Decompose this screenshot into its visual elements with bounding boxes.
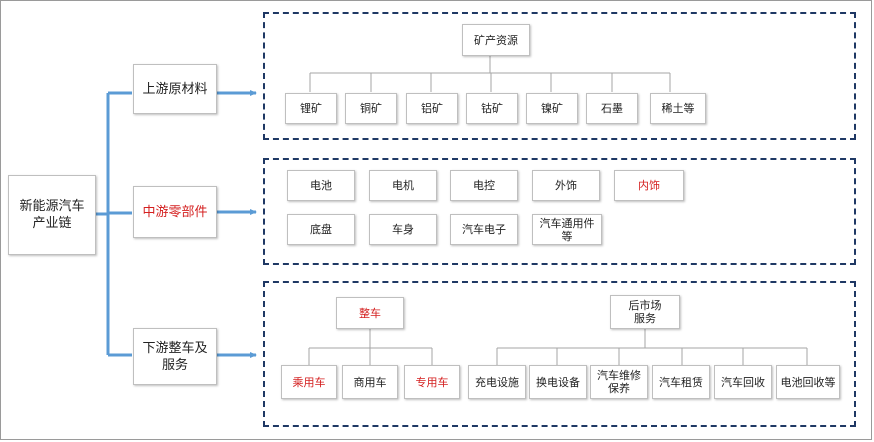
aftermarket-tree-lines [496, 329, 808, 365]
upstream-item-label: 钴矿 [481, 102, 503, 115]
midstream-item-label: 电控 [473, 179, 495, 192]
upstream-item: 铝矿 [406, 93, 458, 124]
midstream-group [263, 158, 856, 265]
aftermarket-child-label: 电池回收等 [780, 375, 836, 389]
midstream-item: 电机 [369, 170, 437, 201]
vehicle-child: 商用车 [342, 365, 398, 399]
aftermarket-child: 换电设备 [529, 365, 587, 399]
upstream-item-label: 锂矿 [300, 102, 322, 115]
midstream-item: 内饰 [614, 170, 684, 201]
upstream-item: 镍矿 [526, 93, 578, 124]
aftermarket-child: 汽车租赁 [652, 365, 710, 399]
midstream-item-label: 内饰 [638, 179, 660, 192]
vehicle-node: 整车 [336, 297, 404, 329]
aftermarket-child: 电池回收等 [776, 365, 840, 399]
aftermarket-child: 充电设施 [468, 365, 526, 399]
downstream-stage: 下游整车及 服务 [133, 328, 217, 385]
upstream-item: 锂矿 [285, 93, 337, 124]
upstream-group [263, 12, 856, 140]
upstream-tree-lines [309, 56, 671, 92]
midstream-item-label: 底盘 [310, 223, 332, 236]
vehicle-child-label: 乘用车 [292, 375, 326, 389]
aftermarket-child-label: 汽车租赁 [659, 375, 703, 389]
midstream-item-label: 电机 [392, 179, 414, 192]
vehicle-child-label: 商用车 [353, 375, 387, 389]
upstream-item-label: 稀土等 [661, 102, 695, 115]
upstream-item-label: 铝矿 [421, 102, 443, 115]
midstream-item-label: 汽车电子 [462, 223, 506, 236]
upstream-item: 铜矿 [345, 93, 397, 124]
upstream-stage-label: 上游原材料 [142, 81, 208, 97]
downstream-stage-label: 下游整车及 服务 [142, 340, 208, 373]
midstream-item: 电池 [287, 170, 355, 201]
midstream-item-label: 外饰 [555, 179, 577, 192]
vehicle-child: 乘用车 [281, 365, 337, 399]
vehicle-tree-lines [308, 329, 433, 365]
upstream-item: 钴矿 [466, 93, 518, 124]
midstream-item: 电控 [450, 170, 518, 201]
upstream-parent: 矿产资源 [462, 24, 530, 56]
vehicle-child-label: 专用车 [415, 375, 449, 389]
upstream-item-label: 石墨 [601, 102, 623, 115]
midstream-item: 汽车电子 [450, 214, 518, 245]
midstream-item: 底盘 [287, 214, 355, 245]
root-label: 新能源汽车 产业链 [19, 199, 85, 231]
aftermarket-child: 汽车维修 保养 [590, 365, 648, 399]
midstream-item-label: 汽车通用件 等 [539, 216, 595, 243]
upstream-item-label: 镍矿 [541, 102, 563, 115]
upstream-item: 石墨 [586, 93, 638, 124]
aftermarket-child-label: 汽车维修 保养 [597, 369, 641, 395]
aftermarket-child-label: 充电设施 [475, 375, 519, 389]
vehicle-label: 整车 [359, 306, 381, 320]
aftermarket-child: 汽车回收 [714, 365, 772, 399]
vehicle-child: 专用车 [404, 365, 460, 399]
aftermarket-label: 后市场 服务 [628, 299, 662, 325]
midstream-stage: 中游零部件 [133, 186, 217, 238]
aftermarket-child-label: 汽车回收 [721, 375, 765, 389]
upstream-stage: 上游原材料 [133, 64, 217, 114]
midstream-item: 外饰 [532, 170, 600, 201]
midstream-item-label: 电池 [310, 179, 332, 192]
upstream-parent-label: 矿产资源 [474, 33, 518, 47]
upstream-item: 稀土等 [650, 93, 706, 124]
aftermarket-node: 后市场 服务 [610, 295, 680, 329]
midstream-item-label: 车身 [392, 223, 414, 236]
midstream-stage-label: 中游零部件 [142, 204, 208, 220]
midstream-item: 汽车通用件 等 [532, 214, 602, 245]
aftermarket-child-label: 换电设备 [536, 375, 580, 389]
root-node: 新能源汽车 产业链 [8, 175, 96, 255]
upstream-item-label: 铜矿 [360, 102, 382, 115]
root-branch-lines [96, 91, 132, 357]
downstream-group [263, 281, 856, 427]
midstream-item: 车身 [369, 214, 437, 245]
